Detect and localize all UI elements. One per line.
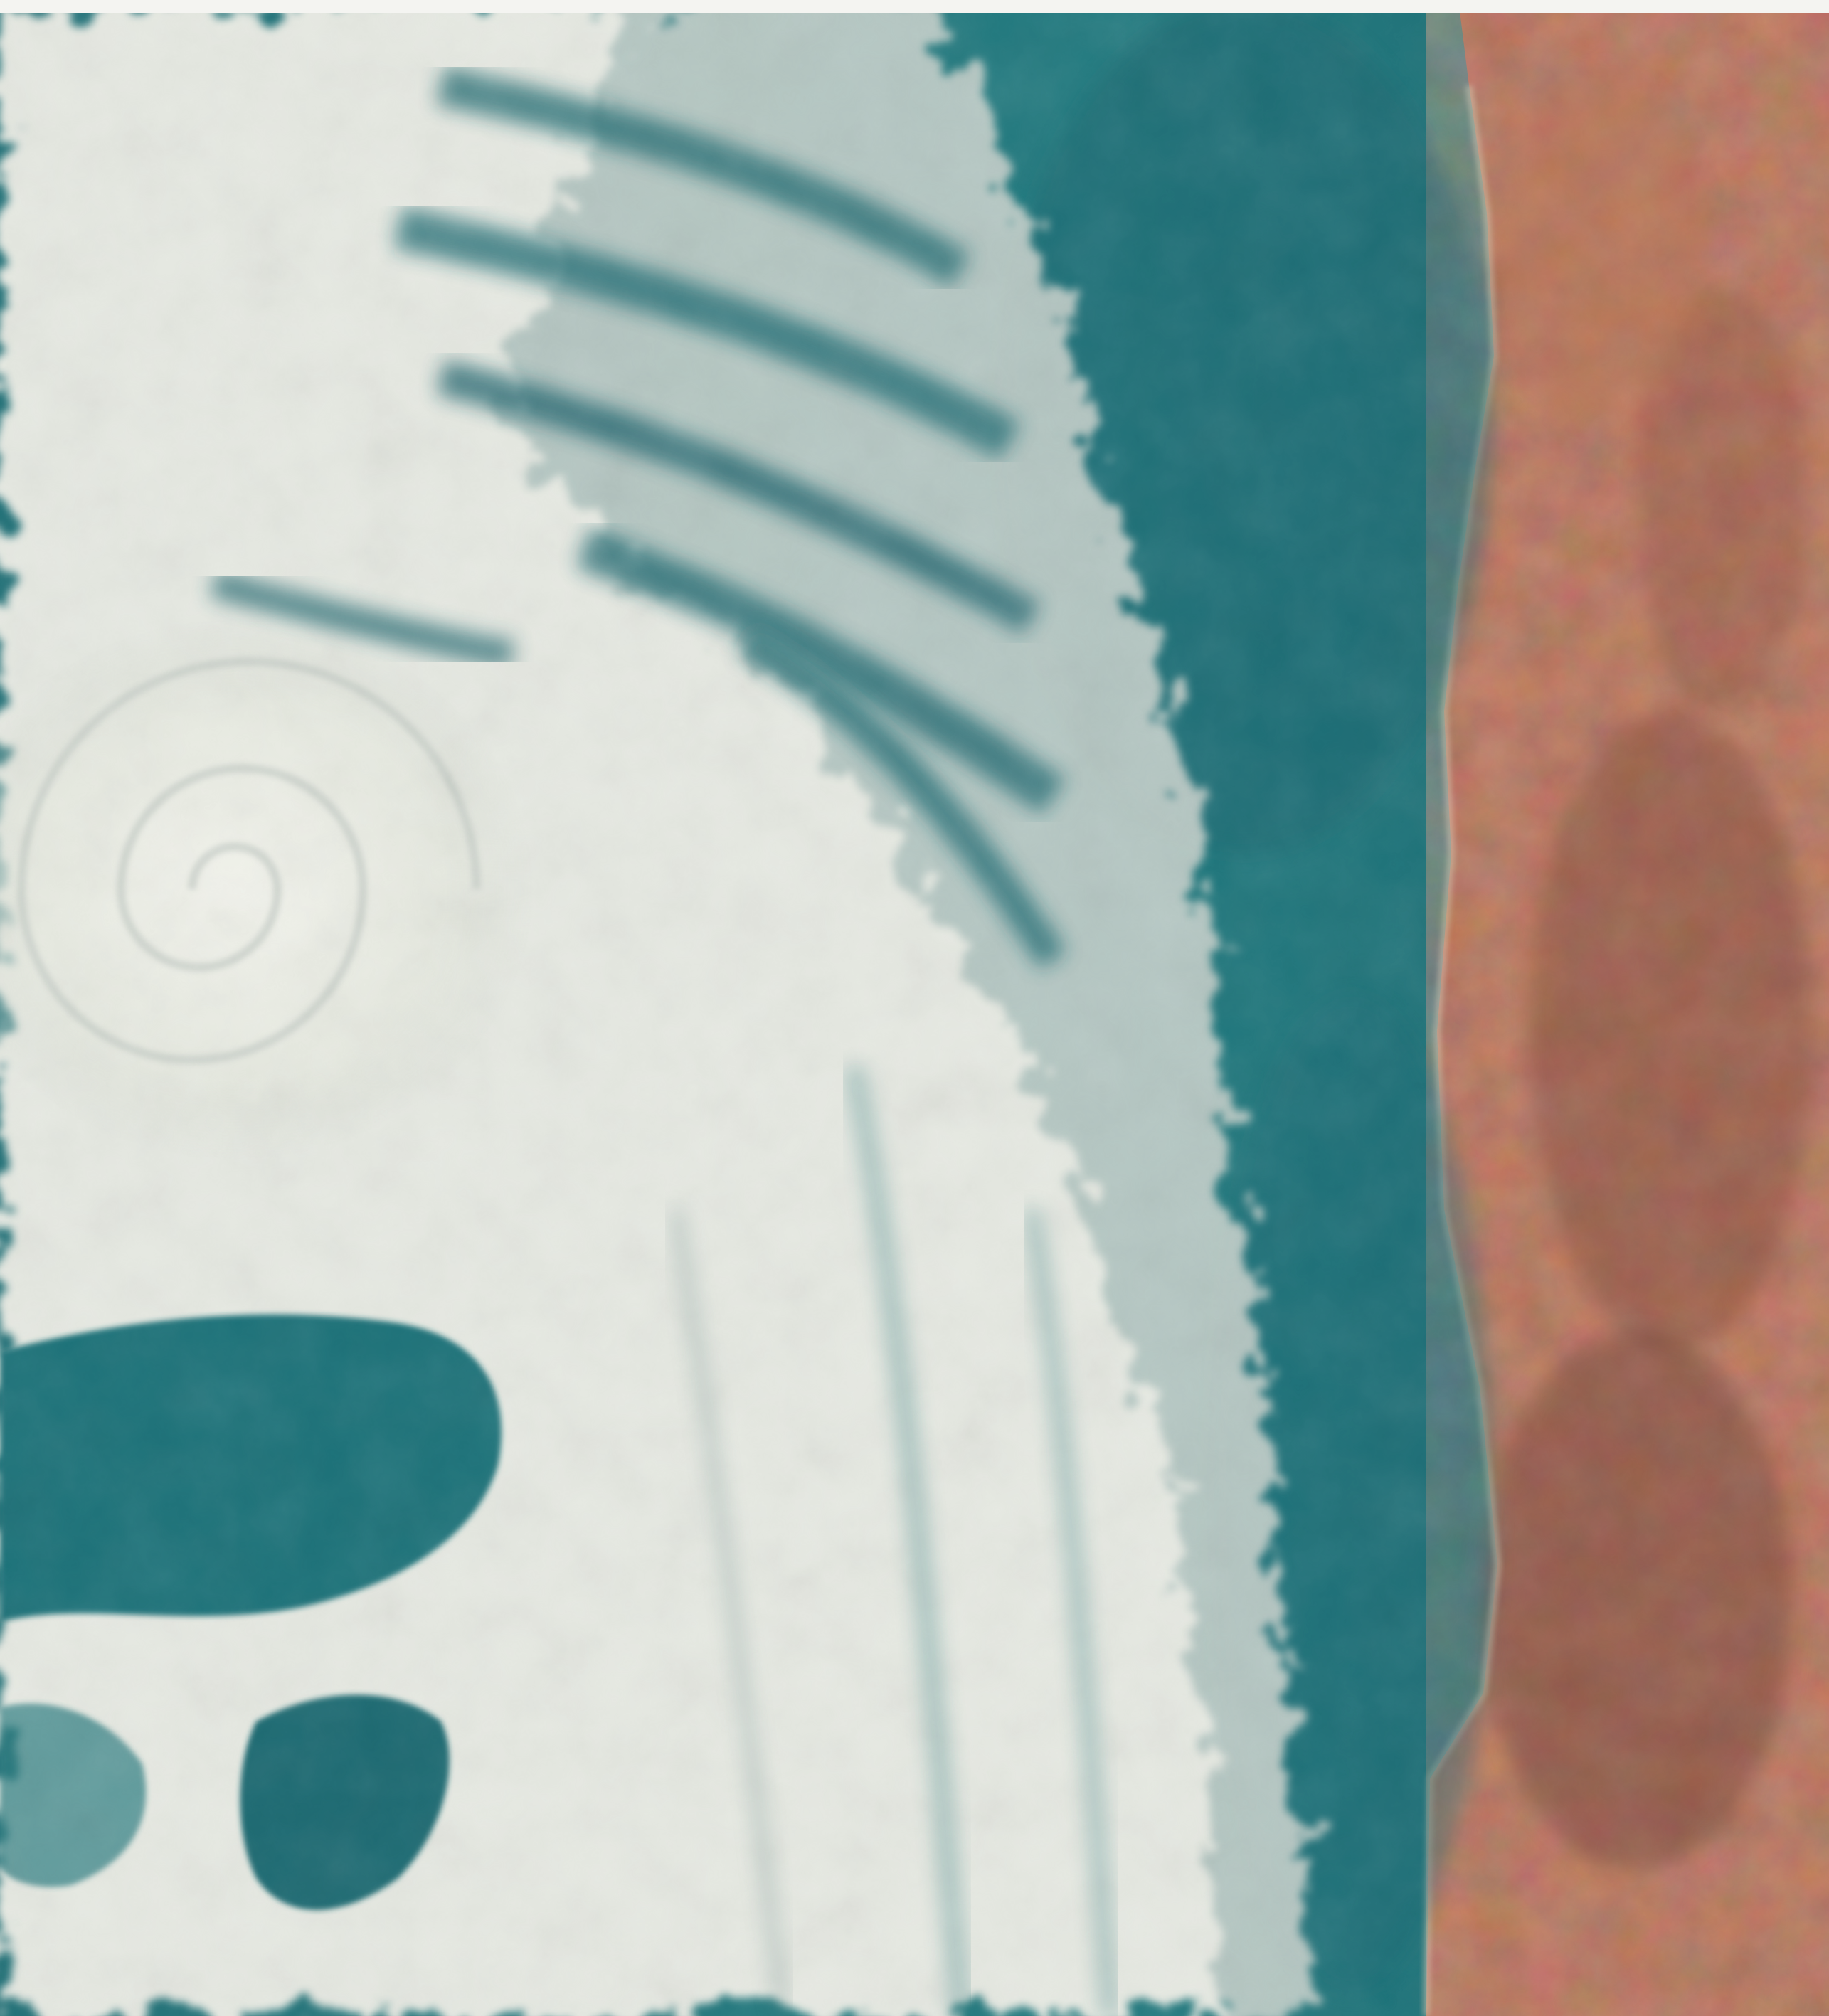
scan-border [0, 0, 1829, 13]
